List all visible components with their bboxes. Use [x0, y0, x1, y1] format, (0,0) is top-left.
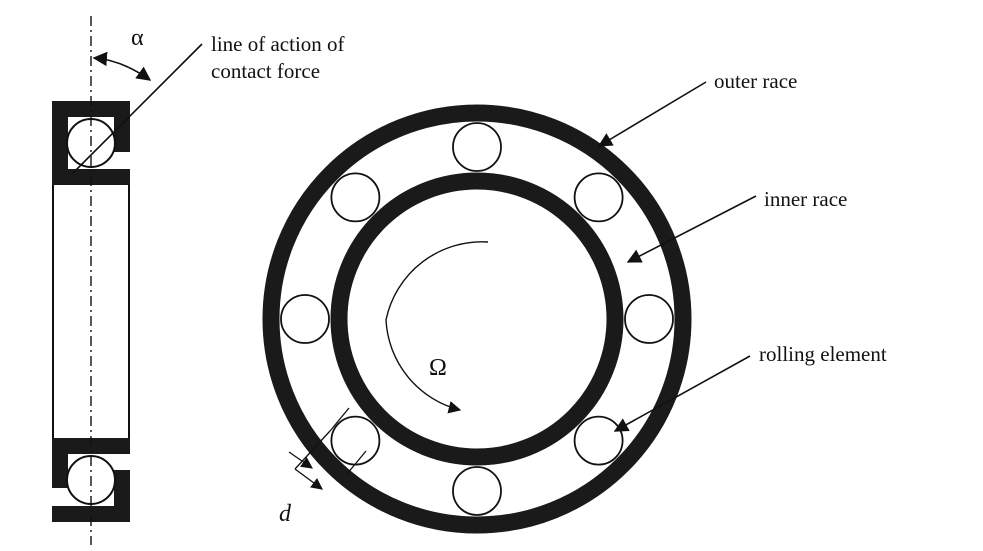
inner-race-ring [330, 172, 624, 466]
rolling-element-ball [452, 122, 502, 172]
side-view-race-groove-bottom-right [114, 470, 130, 506]
contact-angle-alpha-symbol: α [131, 25, 144, 51]
side-view-outer-race-top [52, 101, 130, 117]
rolling-element-ball [330, 172, 381, 223]
dimension-line-pointer [294, 430, 331, 470]
rolling-element-ball [573, 415, 624, 466]
inner-race-leader-arrow [626, 195, 757, 263]
rolling-element-ball [330, 415, 381, 466]
side-view-outer-race-bottom [52, 506, 130, 522]
bearing-side-view: α line of action of contact force [52, 16, 345, 545]
outer-race-label: outer race [714, 69, 797, 93]
line-of-action-label-line1: line of action of [211, 32, 345, 56]
dimension-line-upper-arrow [294, 468, 323, 490]
line-of-action-label-line2: contact force [211, 59, 320, 83]
dimension-extension-line-upper [329, 407, 350, 432]
bearing-front-view: Ω d outer race inner race rolling elemen… [262, 69, 887, 534]
rotation-speed-omega-symbol: Ω [429, 355, 447, 381]
side-view-race-groove-top [52, 117, 68, 169]
ball-diameter-dimension: d [279, 407, 367, 527]
dimension-line-lower-arrow [288, 451, 313, 469]
rolling-element-ball [624, 294, 674, 344]
rolling-elements [280, 122, 674, 516]
inner-race-label: inner race [764, 187, 847, 211]
side-view-race-groove-top-right [114, 117, 130, 152]
rolling-element-ball [573, 172, 624, 223]
rolling-element-ball [452, 466, 502, 516]
rolling-element-leader-arrow [613, 355, 751, 432]
ball-diameter-symbol-d: d [279, 501, 292, 527]
outer-race-ring [262, 104, 692, 534]
rotation-direction-arrow [385, 241, 489, 414]
outer-race-leader-arrow [597, 81, 707, 147]
contact-force-line-of-action [71, 43, 203, 175]
dimension-extension-line-lower [346, 450, 367, 475]
contact-angle-arc [92, 51, 152, 81]
side-view-race-groove-bottom [52, 454, 68, 488]
rolling-element-label: rolling element [759, 342, 887, 366]
rolling-element-ball [280, 294, 330, 344]
